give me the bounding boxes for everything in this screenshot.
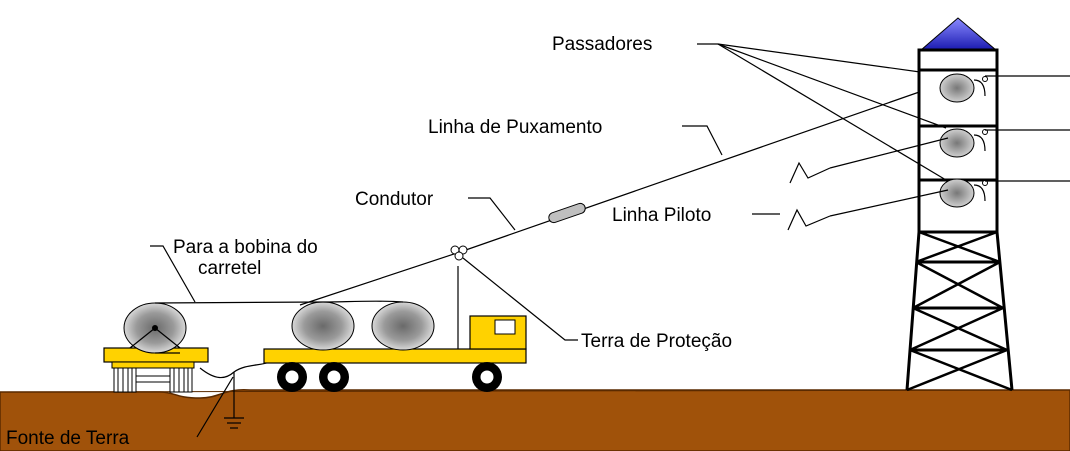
pulley-bottom: [939, 178, 975, 208]
ground-cable: [199, 361, 271, 379]
tower-roof: [919, 17, 998, 51]
ground: [0, 389, 1070, 451]
transmission-tower: [905, 17, 1014, 392]
label-condutor: Condutor: [355, 189, 434, 210]
label-para-bobina-2: carretel: [198, 258, 261, 279]
bull-wheel-1: [291, 301, 355, 351]
pilot-line-1: [829, 137, 949, 169]
pilot-line-2: [829, 189, 949, 217]
label-linha-piloto: Linha Piloto: [612, 205, 711, 226]
earth-ground-icon: [224, 372, 244, 429]
ground-sheave: [450, 245, 468, 261]
pulling-line: [459, 81, 949, 253]
conductor-line: [299, 251, 461, 306]
label-linha-puxamento: Linha de Puxamento: [428, 117, 602, 138]
running-board: [548, 202, 586, 224]
label-fonte-terra: Fonte de Terra: [6, 428, 130, 449]
pulley-middle: [939, 128, 975, 158]
tensioner-truck: [263, 266, 527, 392]
pulley-top: [939, 73, 975, 103]
trailer-wheels: [113, 367, 193, 393]
label-passadores: Passadores: [552, 34, 652, 55]
bull-wheel-2: [371, 301, 435, 351]
label-para-bobina-1: Para a bobina do: [173, 237, 318, 258]
conductor-path: [154, 300, 404, 304]
label-terra-protecao: Terra de Proteção: [581, 331, 732, 352]
reel-trailer: [103, 302, 209, 393]
